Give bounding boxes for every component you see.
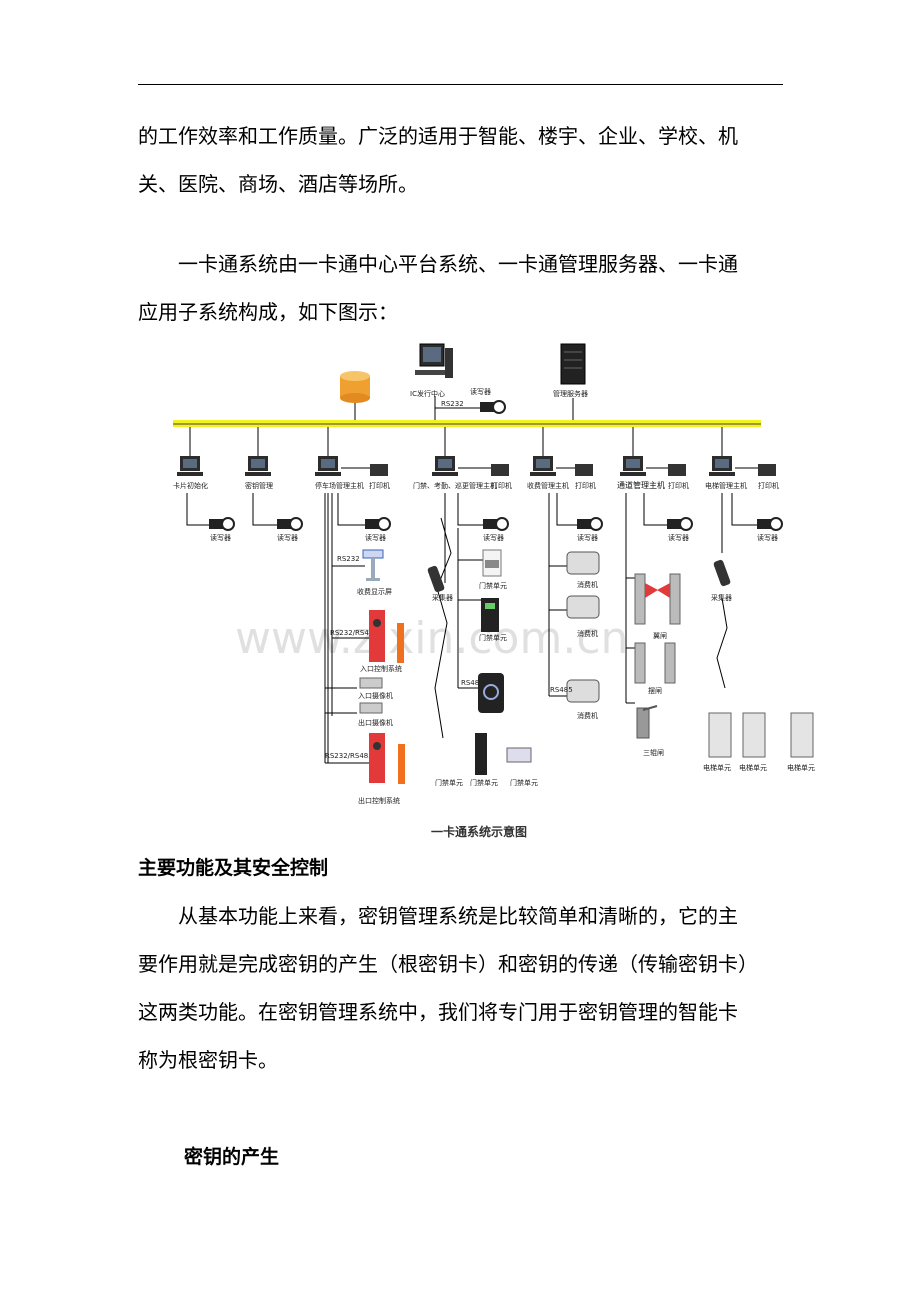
- header-rule: [138, 84, 783, 85]
- card-reader-icon: [478, 673, 504, 713]
- text-line: 这两类功能。在密钥管理系统中，我们将专门用于密钥管理的智能卡: [138, 1000, 738, 1024]
- paragraph-key-management: 从基本功能上来看，密钥管理系统是比较简单和清晰的，它的主 要作用就是完成密钥的产…: [138, 892, 783, 1084]
- door-units-bottom: [475, 733, 532, 775]
- label-consumer: 消费机: [577, 629, 598, 638]
- label-reader: 读写器: [483, 533, 504, 542]
- label-elevator-unit: 电梯单元: [787, 763, 815, 772]
- text-line: 的工作效率和工作质量。广泛的适用于智能、楼宇、企业、学校、机: [138, 124, 738, 148]
- label-rs232: RS232: [337, 555, 360, 563]
- label-exit-camera: 出口摄像机: [358, 718, 393, 727]
- label-entry-ctrl: 入口控制系统: [360, 664, 402, 673]
- label-door-unit: 门禁单元: [510, 778, 538, 787]
- paragraph-system-composition: 一卡通系统由一卡通中心平台系统、一卡通管理服务器、一卡通 应用子系统构成，如下图…: [138, 240, 783, 336]
- reader-top-icon: [480, 400, 506, 414]
- label-consumer: 消费机: [577, 580, 598, 589]
- label-parking-host: 停车场管理主机: [315, 481, 364, 490]
- label-collector: 采集器: [711, 593, 732, 602]
- label-tripod-gate: 三辊闸: [643, 748, 664, 757]
- label-rs232-top: RS232: [441, 400, 464, 408]
- database-icon: [340, 371, 370, 403]
- label-fee-host: 收费管理主机: [527, 481, 569, 490]
- label-exit-ctrl: 出口控制系统: [358, 796, 400, 805]
- paragraph-intro-continued: 的工作效率和工作质量。广泛的适用于智能、楼宇、企业、学校、机 关、医院、商场、酒…: [138, 112, 783, 208]
- label-printer: 打印机: [668, 481, 689, 490]
- label-channel-host: 通道管理主机: [617, 480, 665, 490]
- system-diagram-figure: www.zixin.com.cn IC发行中心 读写器 RS232 管理服务器: [165, 338, 825, 848]
- ic-center-computer-icon: [415, 343, 453, 378]
- wing-gate-icon: [634, 573, 681, 625]
- label-printer: 打印机: [575, 481, 596, 490]
- label-printer: 打印机: [491, 481, 512, 490]
- figure-caption: 一卡通系统示意图: [431, 824, 527, 839]
- text-line: 一卡通系统由一卡通中心平台系统、一卡通管理服务器、一卡通: [138, 252, 738, 276]
- label-reader: 读写器: [668, 533, 689, 542]
- fee-display-icon: [362, 549, 384, 581]
- label-swing-gate: 摆闸: [648, 686, 662, 695]
- door-unit-icon: [482, 549, 502, 577]
- label-door-unit: 门禁单元: [479, 633, 507, 642]
- text-line: 称为根密钥卡。: [138, 1048, 278, 1072]
- label-consumer: 消费机: [577, 711, 598, 720]
- reader-icons: [209, 517, 783, 531]
- label-door-host: 门禁、考勤、巡更管理主机: [413, 481, 497, 490]
- section-heading: 主要功能及其安全控制: [138, 857, 329, 879]
- label-elevator-host: 电梯管理主机: [705, 481, 747, 490]
- label-rs232-485: RS232/RS485: [330, 629, 378, 637]
- label-collector: 采集器: [432, 593, 453, 602]
- exit-camera-icon: [359, 702, 383, 714]
- label-entry-camera: 入口摄像机: [358, 691, 393, 700]
- label-card-init: 卡片初始化: [173, 481, 208, 490]
- system-diagram: www.zixin.com.cn IC发行中心 读写器 RS232 管理服务器: [173, 343, 815, 839]
- label-wing-gate: 翼闸: [653, 632, 667, 640]
- door-unit-keypad-icon: [481, 598, 499, 632]
- collector-icon: [427, 565, 445, 593]
- management-server-icon: [560, 343, 586, 385]
- label-reader: 读写器: [277, 533, 298, 542]
- elevator-collector-icon: [713, 559, 731, 587]
- exit-gate-icon: [369, 733, 405, 784]
- text-line: 应用子系统构成，如下图示：: [138, 300, 398, 324]
- label-door-unit: 门禁单元: [470, 778, 498, 787]
- bus-drops: [189, 427, 723, 456]
- label-reader: 读写器: [210, 533, 231, 542]
- label-rs485-door: RS485: [461, 679, 484, 687]
- label-reader: 读写器: [577, 533, 598, 542]
- label-door-unit: 门禁单元: [435, 778, 463, 787]
- consumer-terminal-icons: [566, 551, 600, 703]
- text-line: 要作用就是完成密钥的产生（根密钥卡）和密钥的传递（传输密钥卡）: [138, 952, 758, 976]
- label-reader: 读写器: [757, 533, 778, 542]
- label-rs232-485: RS232/RS485: [325, 752, 373, 760]
- swing-gate-icon: [634, 642, 676, 684]
- label-printer: 打印机: [369, 481, 390, 490]
- label-key-mgmt: 密钥管理: [245, 481, 273, 490]
- label-reader-top: 读写器: [470, 387, 491, 396]
- label-ic-center: IC发行中心: [410, 389, 445, 398]
- label-mgmt-server: 管理服务器: [553, 389, 588, 398]
- label-fee-display: 收费显示屏: [357, 587, 392, 596]
- watermark: www.zixin.com.cn: [235, 613, 628, 664]
- tripod-gate-icon: [636, 705, 658, 739]
- entry-gate-icon: [369, 610, 404, 663]
- printer-icons: [370, 464, 776, 476]
- elevator-unit-icons: [708, 712, 814, 758]
- label-rs485-fee: RS485: [550, 686, 573, 694]
- label-printer: 打印机: [758, 481, 779, 490]
- label-elevator-unit: 电梯单元: [703, 763, 731, 772]
- label-reader: 读写器: [365, 533, 386, 542]
- label-door-unit: 门禁单元: [479, 581, 507, 590]
- text-line: 关、医院、商场、酒店等场所。: [138, 172, 418, 196]
- subsection-heading: 密钥的产生: [184, 1146, 280, 1168]
- text-line: 从基本功能上来看，密钥管理系统是比较简单和清晰的，它的主: [138, 904, 738, 928]
- label-elevator-unit: 电梯单元: [739, 763, 767, 772]
- entry-camera-icon: [359, 677, 383, 689]
